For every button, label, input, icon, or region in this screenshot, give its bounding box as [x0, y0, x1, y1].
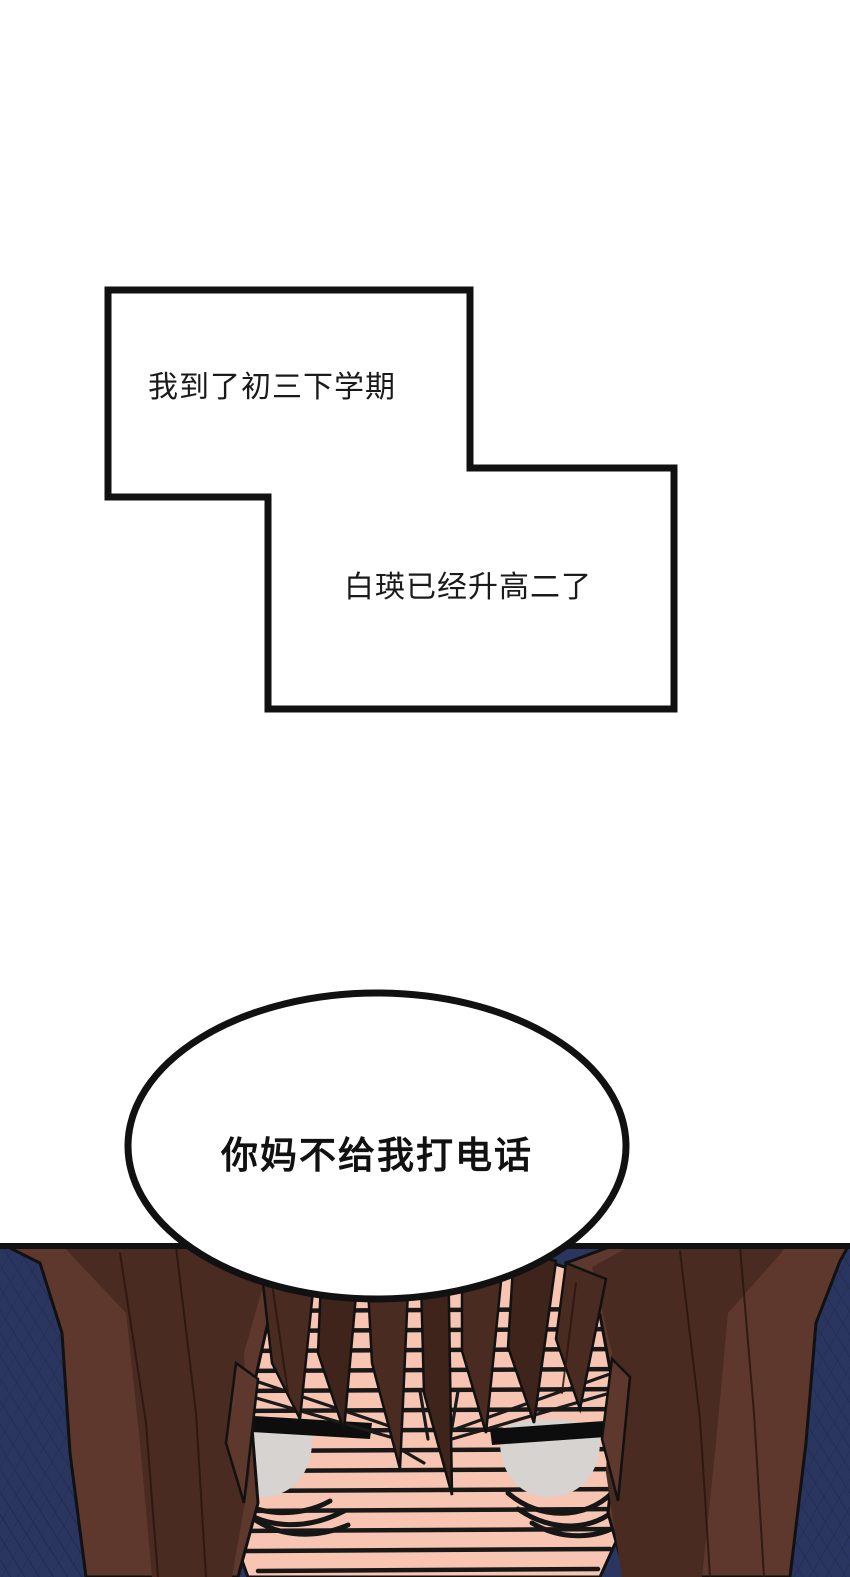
hair-side-tips [224, 1356, 632, 1504]
caption-line-2: 白瑛已经升高二了 [344, 571, 592, 604]
caption-line-1: 我到了初三下学期 [148, 371, 396, 404]
speech-bubble-text: 你妈不给我打电话 [221, 1135, 533, 1176]
hair-right-shadow [592, 1243, 790, 1577]
artwork-panel [0, 1243, 850, 1577]
speech-bubble-outline [124, 989, 630, 1303]
artwork-illustration [0, 1243, 850, 1577]
hair-strand-lines [119, 1246, 765, 1577]
hair-left-shadow [60, 1243, 268, 1577]
